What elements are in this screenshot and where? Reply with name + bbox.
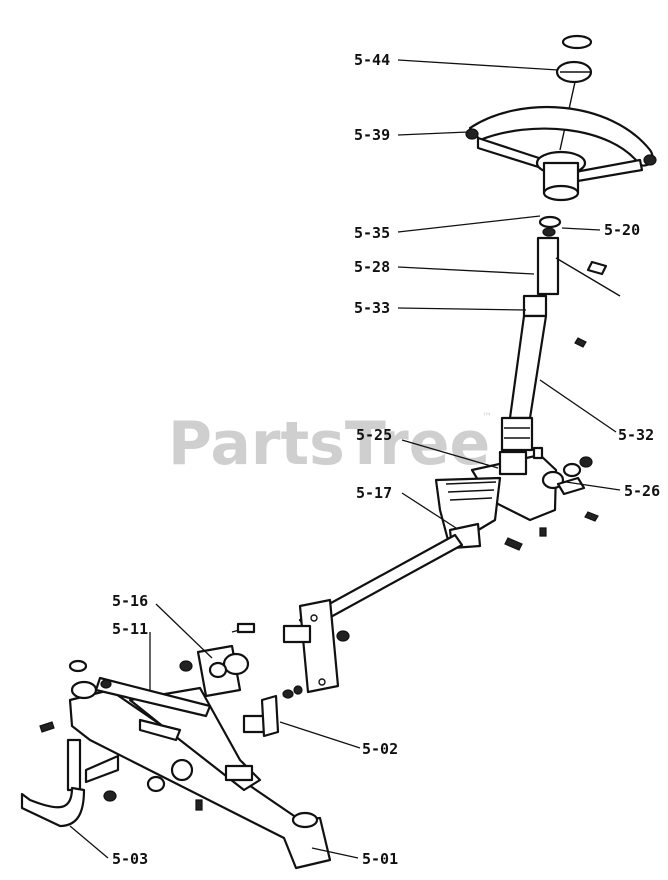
callout-5-20: 5-20 bbox=[604, 221, 640, 239]
callout-5-02: 5-02 bbox=[362, 740, 398, 758]
callout-5-17: 5-17 bbox=[356, 484, 392, 502]
callout-5-33: 5-33 bbox=[354, 299, 390, 317]
callout-5-26: 5-26 bbox=[624, 482, 660, 500]
callout-5-28: 5-28 bbox=[354, 258, 390, 276]
front-axle[interactable] bbox=[68, 680, 332, 870]
callout-5-44: 5-44 bbox=[354, 51, 390, 69]
callout-5-35: 5-35 bbox=[354, 224, 390, 242]
callout-5-32: 5-32 bbox=[618, 426, 654, 444]
leader-lines bbox=[69, 59, 621, 859]
steering-column-tube[interactable] bbox=[500, 314, 548, 452]
callout-5-16: 5-16 bbox=[112, 592, 148, 610]
steering-arm[interactable] bbox=[68, 659, 212, 718]
callout-5-39: 5-39 bbox=[354, 126, 390, 144]
watermark-text: PartsTree bbox=[168, 409, 490, 479]
steering-wheel[interactable] bbox=[465, 105, 657, 202]
steering-shaft-parts[interactable] bbox=[522, 215, 621, 348]
sector-gear[interactable] bbox=[434, 476, 547, 551]
callout-labels: 5-44 5-39 5-35 5-20 5-28 5-33 5-32 5-25 … bbox=[112, 51, 660, 868]
callout-5-03: 5-03 bbox=[112, 850, 148, 868]
steering-wheel-cap[interactable] bbox=[555, 34, 593, 151]
steering-bracket[interactable] bbox=[470, 446, 599, 522]
callout-5-25: 5-25 bbox=[356, 426, 392, 444]
spindle-bolt[interactable] bbox=[242, 685, 303, 738]
pivot-bracket[interactable] bbox=[179, 622, 256, 698]
callout-5-01: 5-01 bbox=[362, 850, 398, 868]
spindle[interactable] bbox=[20, 721, 203, 828]
mounting-plate[interactable] bbox=[282, 598, 350, 694]
watermark-trademark: ™ bbox=[482, 412, 492, 423]
callout-5-11: 5-11 bbox=[112, 620, 148, 638]
